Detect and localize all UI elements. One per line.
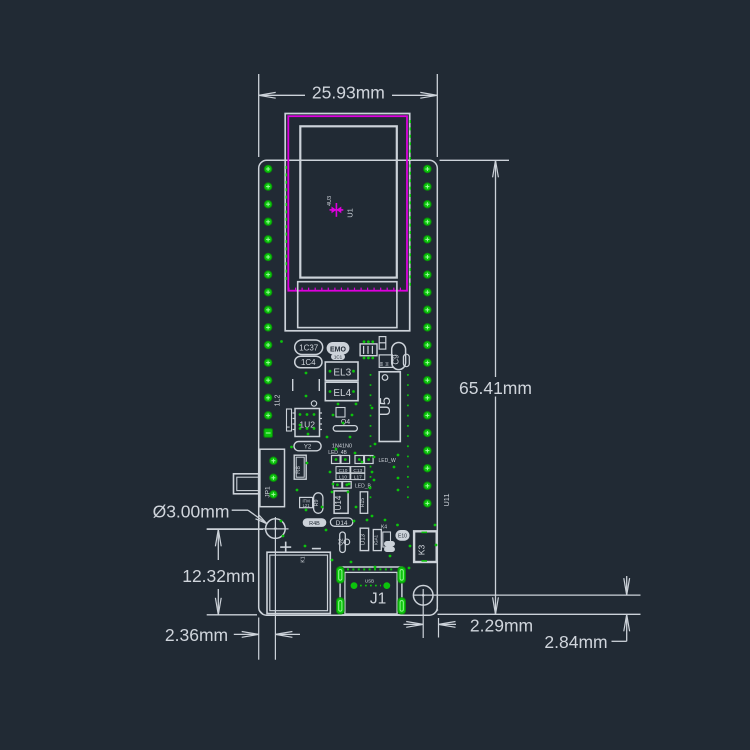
svg-text:1U2: 1U2 xyxy=(299,420,315,430)
svg-text:C10: C10 xyxy=(339,468,348,474)
svg-text:2.84mm: 2.84mm xyxy=(544,632,607,652)
svg-text:K3: K3 xyxy=(417,545,427,556)
svg-text:25.93mm: 25.93mm xyxy=(312,82,385,102)
svg-text:K4: K4 xyxy=(381,525,387,531)
svg-text:U5: U5 xyxy=(377,397,394,416)
svg-text:IGA1: IGA1 xyxy=(373,534,378,545)
svg-text:D14: D14 xyxy=(336,520,348,527)
svg-text:U1: U1 xyxy=(346,208,355,218)
svg-text:2.36mm: 2.36mm xyxy=(165,625,228,645)
svg-text:E10: E10 xyxy=(398,534,407,540)
svg-text:2.29mm: 2.29mm xyxy=(470,616,533,636)
svg-text:ITM: ITM xyxy=(302,498,310,503)
svg-text:1C1: 1C1 xyxy=(334,354,343,359)
svg-text:W: W xyxy=(379,361,384,366)
svg-text:D13: D13 xyxy=(360,533,366,545)
svg-text:1C4: 1C4 xyxy=(301,358,316,367)
svg-text:R15: R15 xyxy=(360,498,366,507)
svg-text:R9: R9 xyxy=(314,499,320,506)
svg-text:1C37: 1C37 xyxy=(299,344,319,353)
svg-text:EMO: EMO xyxy=(330,346,347,353)
svg-text:L17: L17 xyxy=(354,475,362,481)
svg-text:J1: J1 xyxy=(370,591,386,608)
svg-text:Y2: Y2 xyxy=(304,444,312,450)
svg-text:JP1: JP1 xyxy=(265,486,272,498)
svg-text:4U3: 4U3 xyxy=(327,196,333,206)
svg-text:K1: K1 xyxy=(301,556,307,562)
svg-text:Q2: Q2 xyxy=(339,538,345,545)
svg-text:LED_W: LED_W xyxy=(379,458,397,464)
svg-text:USB: USB xyxy=(365,579,374,584)
svg-text:L10: L10 xyxy=(339,475,347,481)
svg-text:65.41mm: 65.41mm xyxy=(459,378,532,398)
svg-text:LED_4B: LED_4B xyxy=(328,450,347,456)
svg-text:EL4: EL4 xyxy=(333,388,351,399)
svg-text:EL3: EL3 xyxy=(333,368,351,379)
svg-text:LED_B: LED_B xyxy=(355,483,372,489)
svg-text:L21: L21 xyxy=(303,503,311,508)
svg-text:C13: C13 xyxy=(353,468,362,474)
svg-text:R4B: R4B xyxy=(309,521,320,527)
svg-text:U11: U11 xyxy=(442,493,451,506)
svg-text:Ø3.00mm: Ø3.00mm xyxy=(153,502,230,522)
svg-text:1L2: 1L2 xyxy=(275,395,282,407)
svg-text:Q4: Q4 xyxy=(341,419,350,426)
svg-text:R8: R8 xyxy=(296,466,302,474)
svg-text:12.32mm: 12.32mm xyxy=(182,566,255,586)
svg-text:1N41N0: 1N41N0 xyxy=(332,443,352,449)
svg-text:U14: U14 xyxy=(334,495,343,510)
svg-text:M: M xyxy=(384,362,389,366)
svg-text:C9: C9 xyxy=(391,354,400,365)
svg-text:B: B xyxy=(287,425,291,428)
